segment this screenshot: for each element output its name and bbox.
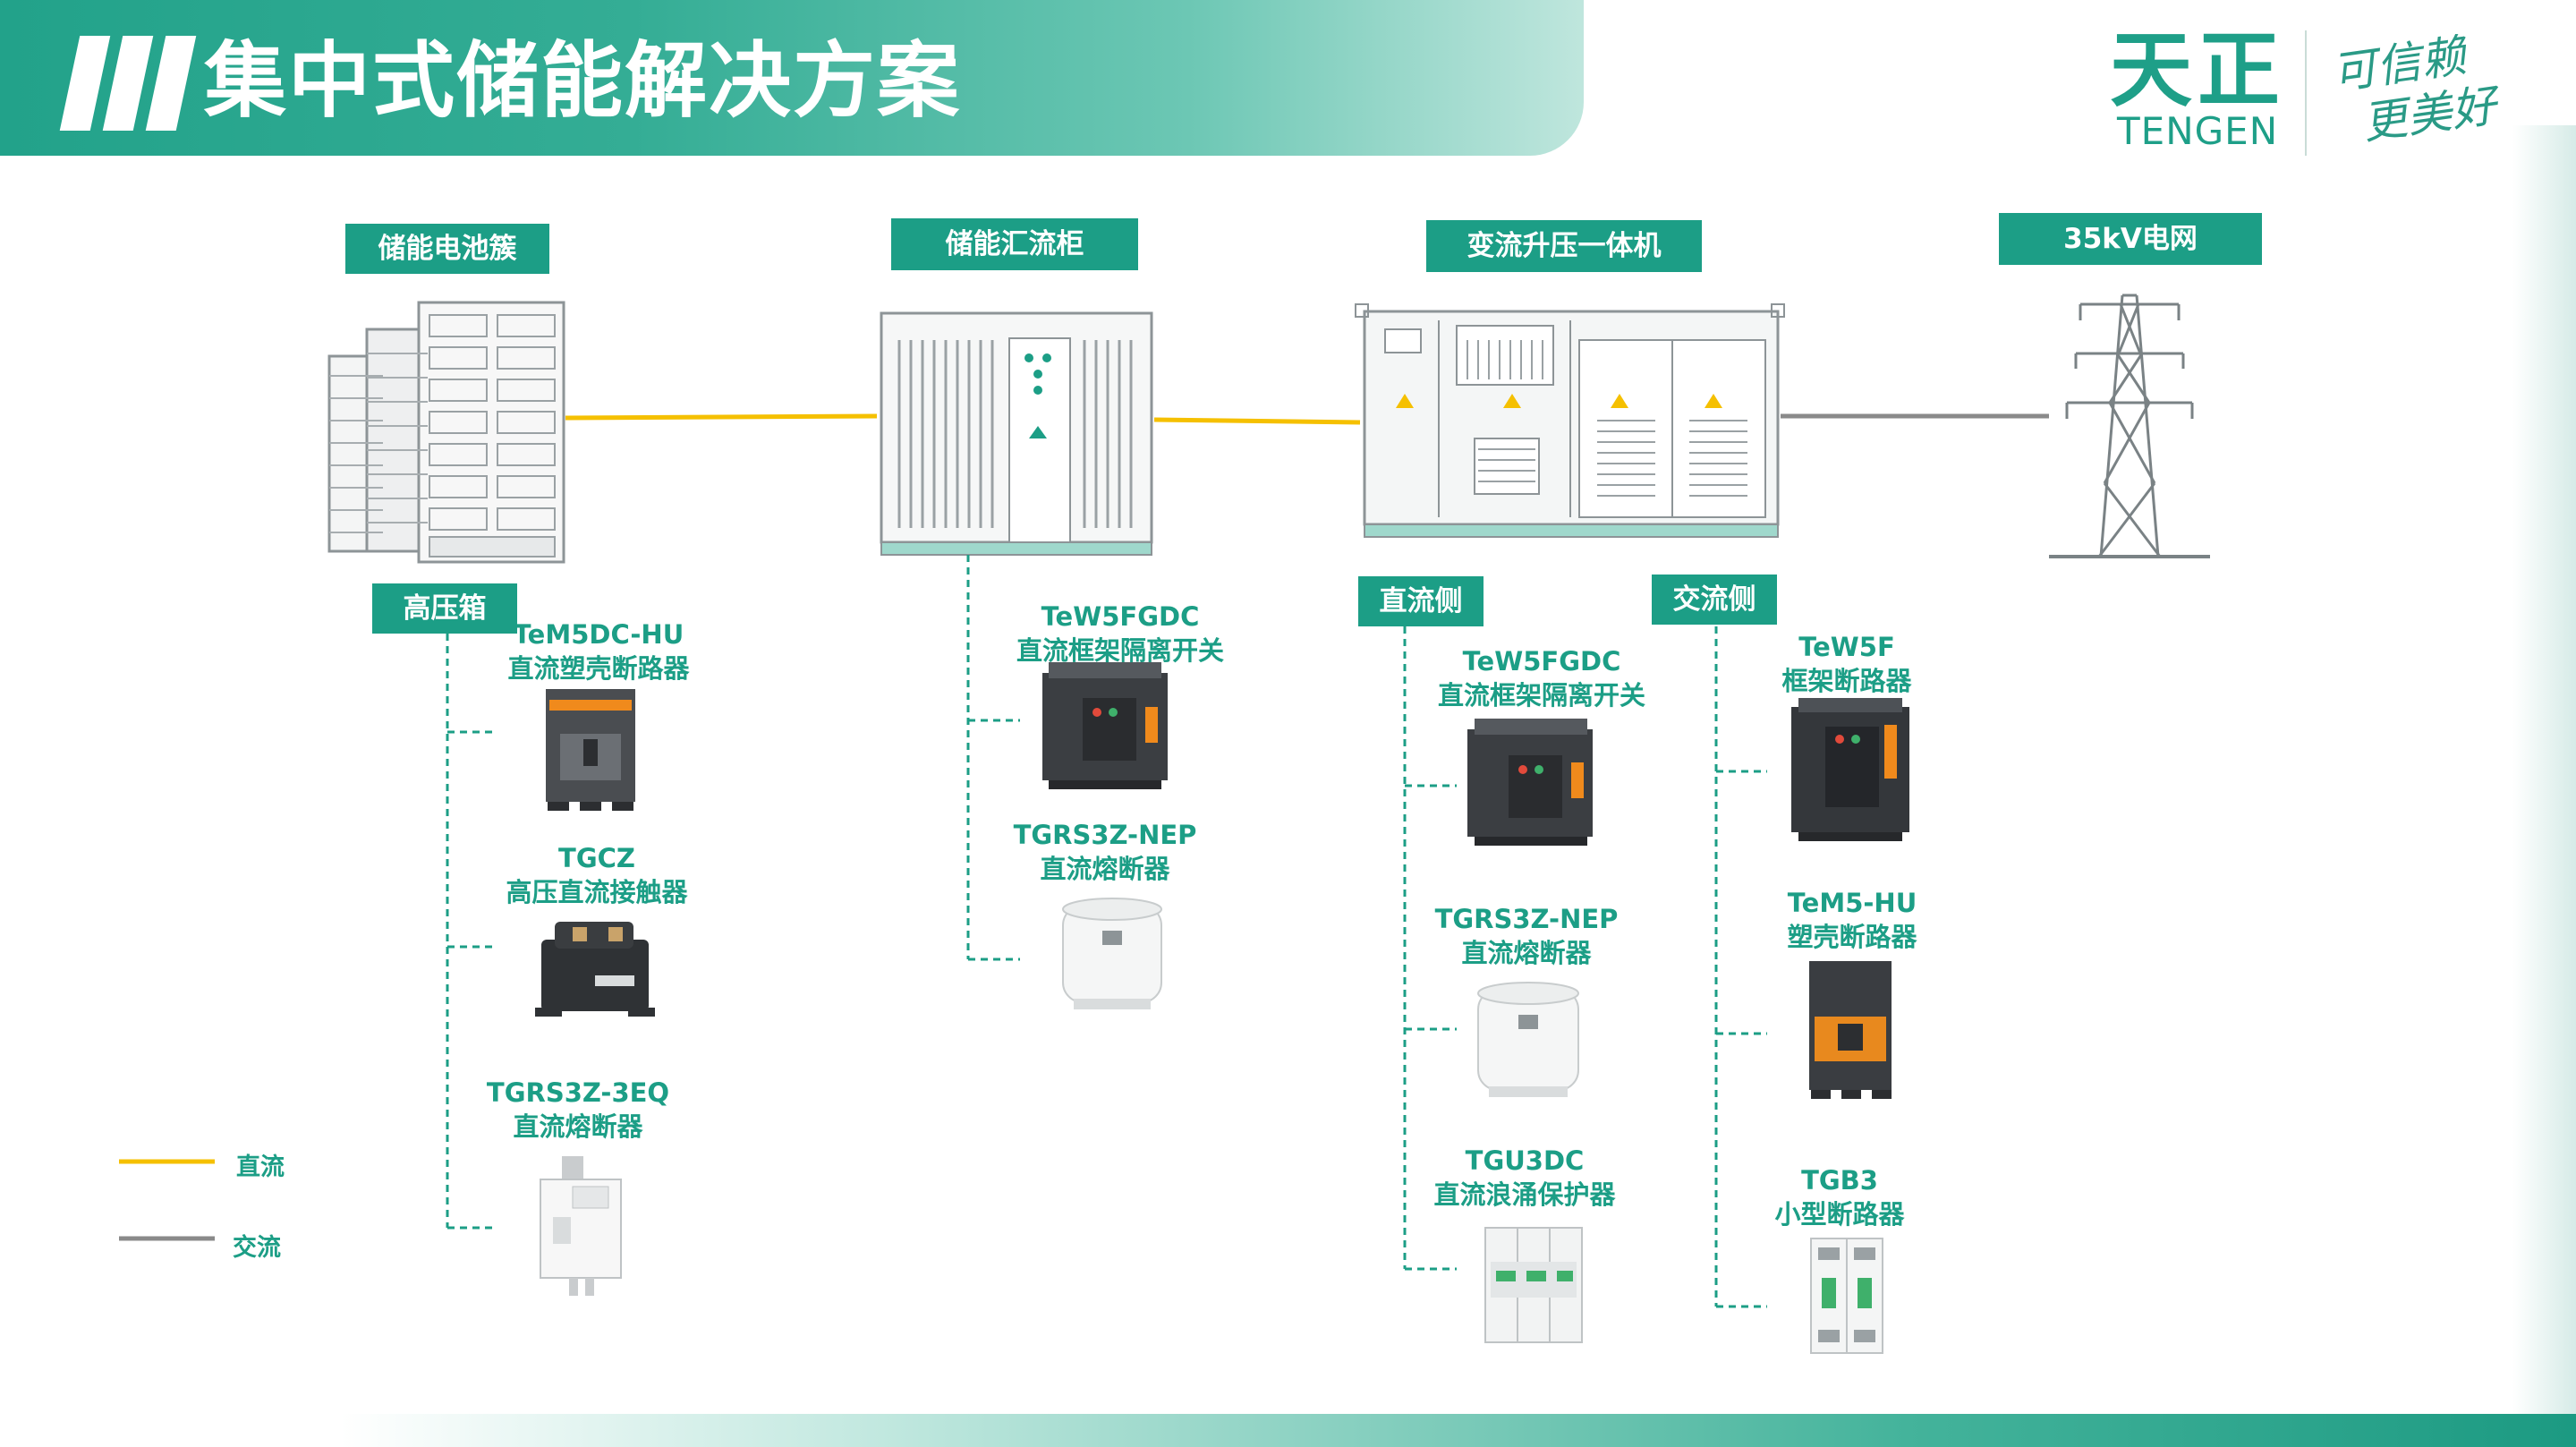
tgrs3z-nep-dc-product-icon: [1477, 982, 1579, 1097]
tem5-hu-product-icon: [1809, 961, 1892, 1099]
stage-label-grid: 35kV电网: [1999, 213, 2262, 265]
transmission-tower-icon: [2049, 294, 2210, 558]
dashed-tree-lines: [446, 555, 1767, 1308]
tew5f-product-icon: [1791, 698, 1909, 841]
pcs-stepup-unit-icon: [1355, 303, 1785, 538]
legend-dc-label: 直流: [236, 1153, 285, 1181]
dc-line-battery-combiner: [565, 413, 878, 421]
sub-label-hv-box: 高压箱: [372, 583, 517, 634]
tew5fgdc-combiner-product-icon: [1042, 662, 1168, 789]
sub-label-ac-side: 交流侧: [1652, 575, 1777, 625]
tew5fgdc-dc-product-icon: [1467, 719, 1593, 846]
brand-logo-en: TENGEN: [2117, 109, 2279, 153]
tem5dc-hu-product-icon: [546, 689, 635, 811]
page-title: 集中式储能解决方案: [204, 33, 962, 129]
right-edge-shade: [2512, 125, 2576, 1432]
sub-label-dc-side: 直流侧: [1358, 576, 1484, 626]
brand-logo-cn: 天正: [2110, 22, 2286, 118]
stage-label-pcs: 变流升压一体机: [1426, 220, 1702, 272]
stage-label-battery: 储能电池簇: [345, 224, 549, 274]
combiner-cabinet-icon: [880, 311, 1153, 556]
battery-rack-icon: [327, 301, 565, 564]
tgrs3z-nep-combiner-product-icon: [1062, 898, 1162, 1009]
footer-band: [340, 1414, 2576, 1447]
tgb3-product-icon: [1810, 1238, 1883, 1354]
header-band: [0, 0, 1584, 156]
tgrs3z-3eq-product-icon: [540, 1156, 622, 1296]
tgcz-product-icon: [535, 922, 655, 1017]
tgu3dc-product-icon: [1484, 1227, 1583, 1343]
stage-label-combiner: 储能汇流柜: [891, 218, 1138, 270]
logo-divider: [2305, 30, 2307, 156]
dc-line-combiner-pcs: [1153, 417, 1361, 425]
legend-ac-label: 交流: [233, 1234, 281, 1262]
